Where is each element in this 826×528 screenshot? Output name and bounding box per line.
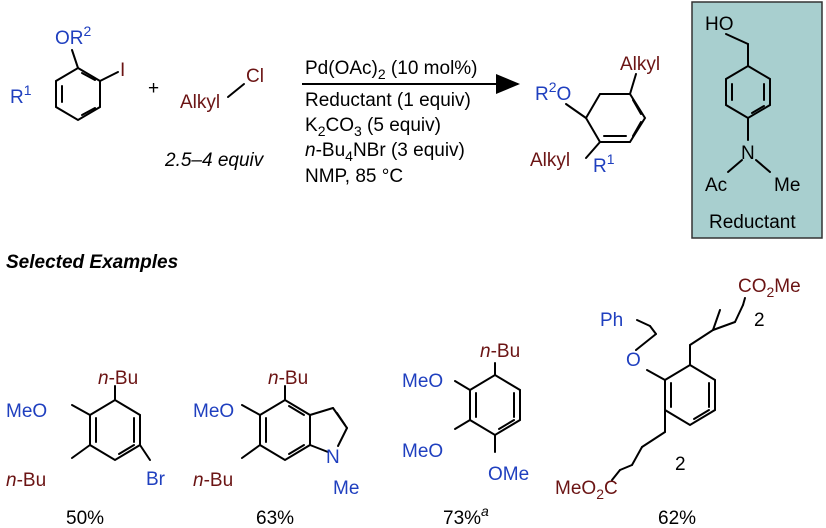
product-alkyl-bottom: Alkyl <box>530 150 570 171</box>
ex4-co2me-top: CO2Me <box>738 276 801 300</box>
reductant-n-label: N <box>741 143 755 164</box>
cl-label: Cl <box>246 66 264 87</box>
plus-sign: + <box>148 78 159 99</box>
or2-label: OR2 <box>55 23 92 49</box>
ex4-ph: Ph <box>600 310 623 331</box>
reductant-box <box>691 1 823 239</box>
condition-reductant: Reductant (1 equiv) <box>305 90 471 111</box>
condition-solvent: NMP, 85 °C <box>305 166 403 187</box>
ex4-yield: 62% <box>658 508 696 528</box>
reductant-ho-label: HO <box>705 14 734 35</box>
example-2-structure <box>241 385 348 462</box>
ex2-nbu-left: n-Bu <box>193 470 233 491</box>
product-alkyl-top: Alkyl <box>620 54 660 75</box>
ex1-yield: 50% <box>66 508 104 528</box>
ex3-ome: OMe <box>488 464 529 485</box>
condition-catalyst: Pd(OAc)2 (10 mol%) <box>305 58 478 82</box>
ex4-subscript-2-top: 2 <box>754 310 765 331</box>
alkyl-cl-bond <box>227 83 245 98</box>
example-4-structure <box>611 297 746 481</box>
equiv-label: 2.5–4 equiv <box>164 150 265 171</box>
ex3-yield: 73%a <box>443 503 489 528</box>
example-3-structure <box>454 362 521 453</box>
ex1-nbu-left: n-Bu <box>6 470 46 491</box>
ex4-meo2c-bottom: MeO2C <box>555 478 618 502</box>
reductant-structure <box>725 33 771 173</box>
ex2-meo: MeO <box>193 401 234 422</box>
condition-base: K2CO3 (5 equiv) <box>305 115 441 139</box>
ex1-meo: MeO <box>6 401 47 422</box>
ex3-meo-2: MeO <box>402 441 443 462</box>
ex3-meo-1: MeO <box>402 371 443 392</box>
ex2-nbu-top: n-Bu <box>268 368 308 389</box>
ex3-nbu-top: n-Bu <box>480 341 520 362</box>
ex2-me: Me <box>333 478 359 499</box>
reductant-ac-label: Ac <box>705 175 727 196</box>
alkyl-label: Alkyl <box>180 92 220 113</box>
product-structure <box>565 73 647 159</box>
ex1-br: Br <box>146 469 166 490</box>
ex4-subscript-2-bottom: 2 <box>675 454 686 475</box>
ex1-nbu-top: n-Bu <box>98 368 138 389</box>
aryl-iodide-structure <box>55 49 119 122</box>
ex2-yield: 63% <box>256 508 294 528</box>
section-title: Selected Examples <box>6 252 178 273</box>
product-r1-label: R1 <box>593 151 615 177</box>
example-1-structure <box>71 385 151 462</box>
r1-label: R1 <box>10 82 32 108</box>
ex4-o: O <box>626 350 641 371</box>
reductant-me-label: Me <box>774 175 800 196</box>
ex2-n: N <box>326 447 340 468</box>
reductant-caption: Reductant <box>709 212 796 233</box>
condition-additive: n-Bu4NBr (3 equiv) <box>305 140 465 164</box>
iodide-label: I <box>120 60 125 81</box>
product-r2o-label: R2O <box>535 79 571 105</box>
